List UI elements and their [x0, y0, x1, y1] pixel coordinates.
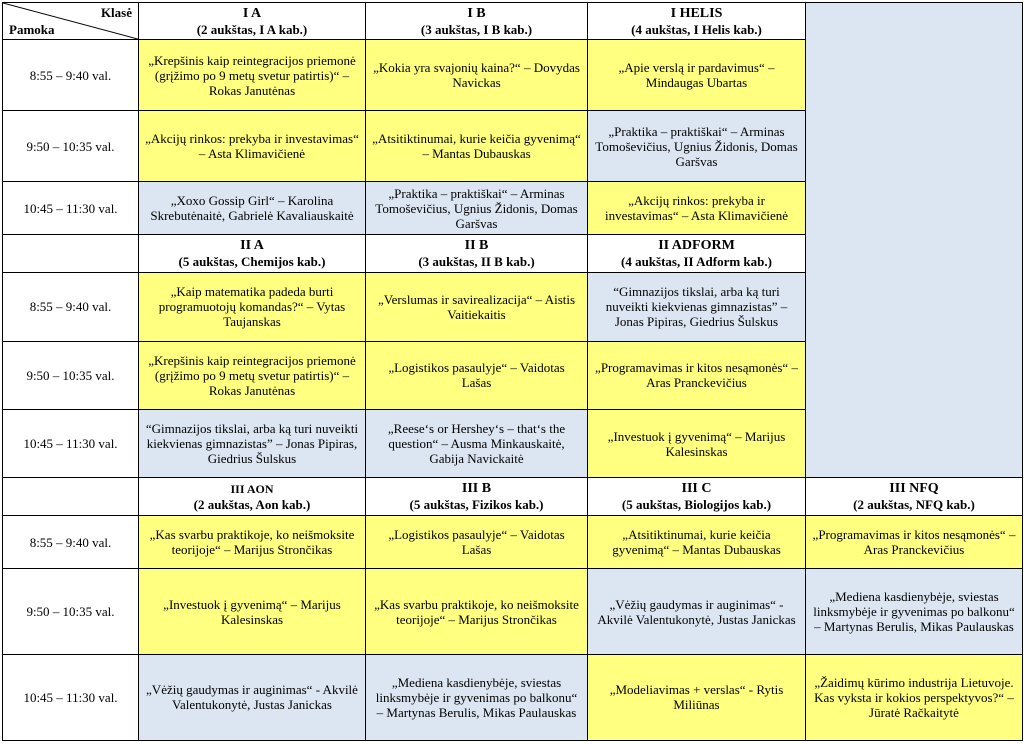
- time-slot: 8:55 – 9:40 val.: [2, 515, 139, 570]
- header-row-3: III AON(2 aukštas, Aon kab.) III B(5 auk…: [2, 477, 1023, 517]
- table-row: 8:55 – 9:40 val. „Kas svarbu praktikoje,…: [2, 515, 1023, 570]
- session-cell: „Investuok į gyvenimą“ – Marijus Kalesin…: [138, 568, 366, 655]
- class-room: (5 aukštas, Chemijos kab.): [178, 253, 326, 269]
- session-cell: „Modeliavimas + verslas“ - Rytis Miliūna…: [587, 653, 806, 742]
- session-cell: „Vėžių gaudymas ir auginimas“ - Akvilė V…: [138, 653, 366, 742]
- class-room: (2 aukštas, NFQ kab.): [853, 497, 975, 513]
- session-cell: „Programavimas ir kitos nesąmonės“ – Ara…: [587, 340, 806, 411]
- time-slot: 10:45 – 11:30 val.: [2, 181, 139, 235]
- class-header: III NFQ(2 aukštas, NFQ kab.): [805, 477, 1023, 517]
- session-cell: “Gimnazijos tikslai, arba ką turi nuveik…: [587, 271, 806, 342]
- session-cell: „Kokia yra svajonių kaina?“ – Dovydas Na…: [365, 39, 588, 112]
- class-header: III B(5 aukštas, Fizikos kab.): [365, 477, 588, 517]
- class-header: I A(2 aukštas, I A kab.): [138, 1, 366, 41]
- session-cell: „Reese‘s or Hershey‘s – that‘s the quest…: [365, 409, 588, 479]
- session-cell: „Praktika – praktiškai“ – Arminas Tomoše…: [365, 181, 588, 235]
- class-header: I B(3 aukštas, I B kab.): [365, 1, 588, 41]
- session-cell: „Atsitiktinumai, kurie keičia gyvenimą“ …: [587, 515, 806, 570]
- class-room: (3 aukštas, I B kab.): [420, 21, 533, 37]
- time-slot: 10:45 – 11:30 val.: [2, 409, 139, 479]
- corner-lesson-label: Pamoka: [9, 22, 55, 38]
- session-cell: „Praktika – praktiškai“ – Arminas Tomoše…: [587, 110, 806, 183]
- time-slot: 8:55 – 9:40 val.: [2, 271, 139, 342]
- session-cell: „Vėžių gaudymas ir auginimas“ - Akvilė V…: [587, 568, 806, 655]
- empty-header-cell: [2, 233, 139, 273]
- session-cell: „Logistikos pasaulyje“ – Vaidotas Lašas: [365, 515, 588, 570]
- class-header: I HELIS(4 aukštas, I Helis kab.): [587, 1, 806, 41]
- class-name: I HELIS: [670, 5, 723, 21]
- session-cell: „Programavimas ir kitos nesąmonės“ – Ara…: [805, 515, 1023, 570]
- class-name: I B: [467, 5, 486, 21]
- time-slot: 9:50 – 10:35 val.: [2, 568, 139, 655]
- class-header: III AON(2 aukštas, Aon kab.): [138, 477, 366, 517]
- table-row: 8:55 – 9:40 val. „Kaip matematika padeda…: [2, 271, 1023, 342]
- empty-header-cell: [2, 477, 139, 517]
- session-cell: „Atsitiktinumai, kurie keičia gyvenimą“ …: [365, 110, 588, 183]
- session-cell: „Logistikos pasaulyje“ – Vaidotas Lašas: [365, 340, 588, 411]
- session-cell: „Mediena kasdienybėje, sviestas linksmyb…: [365, 653, 588, 742]
- class-room: (2 aukštas, I A kab.): [196, 21, 308, 37]
- class-name: II ADFORM: [658, 237, 735, 253]
- session-cell: „Verslumas ir savirealizacija“ – Aistis …: [365, 271, 588, 342]
- corner-class-label: Klasė: [100, 5, 132, 20]
- class-room: (5 aukštas, Biologijos kab.): [621, 497, 772, 513]
- corner-cell: Klasė Pamoka: [2, 1, 139, 41]
- session-cell: „Mediena kasdienybėje, sviestas linksmyb…: [805, 568, 1023, 655]
- session-cell: „Investuok į gyvenimą“ – Marijus Kalesin…: [587, 409, 806, 479]
- session-cell: „Apie verslą ir pardavimus“ – Mindaugas …: [587, 39, 806, 112]
- session-cell: „Krepšinis kaip reintegracijos priemonė …: [138, 39, 366, 112]
- class-name: II B: [464, 237, 489, 253]
- class-name: II A: [240, 237, 264, 253]
- session-cell: “Gimnazijos tikslai, arba ką turi nuveik…: [138, 409, 366, 479]
- header-row-1: Klasė Pamoka I A(2 aukštas, I A kab.) I …: [2, 1, 1023, 479]
- session-cell: „Krepšinis kaip reintegracijos priemonė …: [138, 340, 366, 411]
- session-cell: „Kas svarbu praktikoje, ko neišmoksite t…: [138, 515, 366, 570]
- class-name: I A: [242, 5, 262, 21]
- class-header: III C(5 aukštas, Biologijos kab.): [587, 477, 806, 517]
- class-name: III C: [681, 481, 712, 497]
- table-row: 9:50 – 10:35 val. „Krepšinis kaip reinte…: [2, 340, 1023, 411]
- class-room: (4 aukštas, I Helis kab.): [631, 21, 762, 37]
- table-row: 9:50 – 10:35 val. „Investuok į gyvenimą“…: [2, 568, 1023, 655]
- table-row: 9:50 – 10:35 val. „Akcijų rinkos: prekyb…: [2, 110, 1023, 183]
- class-room: (4 aukštas, II Adform kab.): [621, 253, 772, 269]
- class-room: (5 aukštas, Fizikos kab.): [409, 497, 544, 513]
- time-slot: 9:50 – 10:35 val.: [2, 340, 139, 411]
- class-name: III AON: [230, 482, 274, 497]
- session-cell: „Žaidimų kūrimo industrija Lietuvoje. Ka…: [805, 653, 1023, 742]
- session-cell: „Akcijų rinkos: prekyba ir investavimas“…: [587, 181, 806, 235]
- class-room: (2 aukštas, Aon kab.): [193, 497, 311, 513]
- time-slot: 8:55 – 9:40 val.: [2, 39, 139, 112]
- time-slot: 10:45 – 11:30 val.: [2, 653, 139, 742]
- table-row: 10:45 – 11:30 val. „Xoxo Gossip Girl“ – …: [2, 181, 1023, 235]
- class-header: II B(3 aukštas, II B kab.): [365, 233, 588, 273]
- class-name: III B: [461, 481, 492, 497]
- table-row: 8:55 – 9:40 val. „Krepšinis kaip reinteg…: [2, 39, 1023, 112]
- class-room: (3 aukštas, II B kab.): [418, 253, 535, 269]
- class-name: III NFQ: [889, 481, 939, 497]
- empty-filler-cell: [805, 1, 1023, 479]
- session-cell: „Akcijų rinkos: prekyba ir investavimas“…: [138, 110, 366, 183]
- table-row: 10:45 – 11:30 val. „Vėžių gaudymas ir au…: [2, 653, 1023, 742]
- session-cell: „Xoxo Gossip Girl“ – Karolina Skrebutėna…: [138, 181, 366, 235]
- session-cell: „Kas svarbu praktikoje, ko neišmoksite t…: [365, 568, 588, 655]
- table-row: 10:45 – 11:30 val. “Gimnazijos tikslai, …: [2, 409, 1023, 479]
- diagonal-divider-icon: [3, 3, 138, 39]
- time-slot: 9:50 – 10:35 val.: [2, 110, 139, 183]
- header-row-2: II A(5 aukštas, Chemijos kab.) II B(3 au…: [2, 233, 1023, 273]
- class-header: II ADFORM(4 aukštas, II Adform kab.): [587, 233, 806, 273]
- class-header: II A(5 aukštas, Chemijos kab.): [138, 233, 366, 273]
- session-cell: „Kaip matematika padeda burti programuot…: [138, 271, 366, 342]
